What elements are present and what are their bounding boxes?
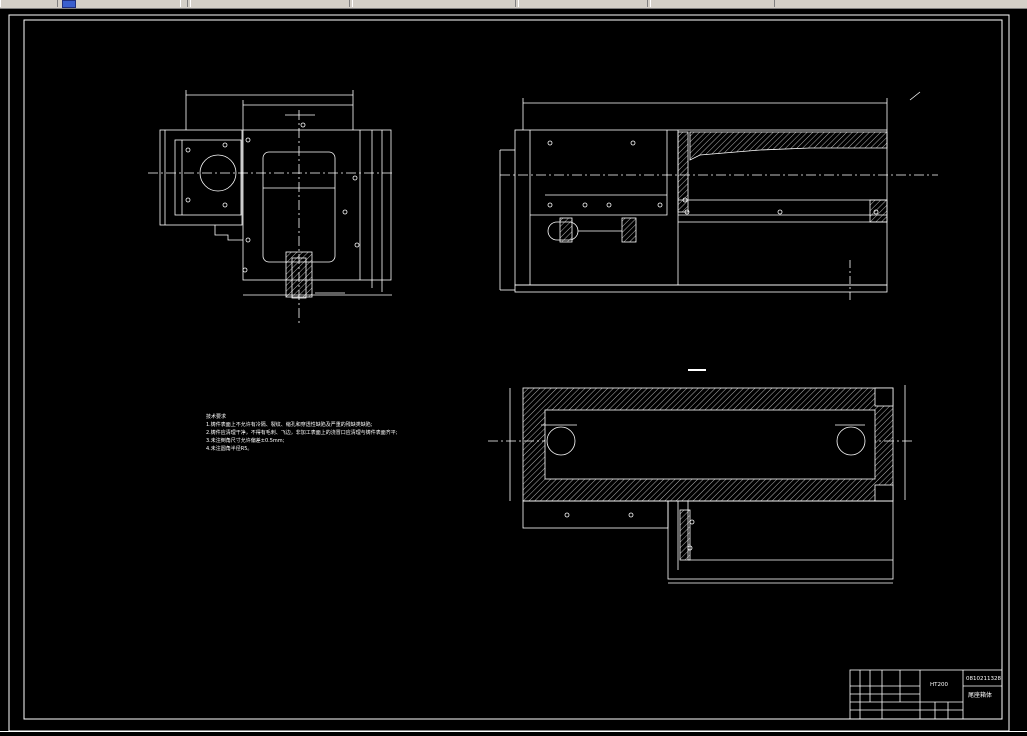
side-view [148,90,392,325]
part-name: 尾座箱体 [968,691,992,699]
notes-title: 技术要求 [206,413,226,420]
title-block: HT200 0810211328 尾座箱体 [849,669,1003,720]
sheet-border-inner [23,19,1003,720]
note-line: 3.未注倒角尺寸允许偏差±0.5mm; [206,437,285,444]
note-line: 1.铸件表面上不允许有冷隔、裂纹、缩孔和穿透性缺陷及严重的残缺类缺陷; [206,421,373,428]
toolbar-segment[interactable] [0,0,58,7]
note-line: 4.未注圆角半径R5。 [206,445,252,452]
app-icon[interactable] [62,0,76,8]
color-dropdown[interactable] [352,0,516,7]
toolbar-segment[interactable] [180,0,188,7]
bottom-view [488,369,912,584]
layer-dropdown[interactable] [190,0,350,7]
lineweight-dropdown[interactable] [650,0,775,7]
technical-notes: 技术要求 1.铸件表面上不允许有冷隔、裂纹、缩孔和穿透性缺陷及严重的残缺类缺陷;… [206,413,398,452]
toolbar [0,0,1027,9]
linetype-dropdown[interactable] [518,0,648,7]
note-line: 2.铸件应清理干净，不得有毛刺、飞边，非加工表面上的浇冒口应清理与铸件表面齐平; [206,429,398,436]
material-label: HT200 [930,682,948,688]
drawing-number: 0810211328 [966,676,1001,682]
sheet-border-outer [8,14,1010,732]
status-strip [0,731,1027,736]
front-view [499,91,938,300]
